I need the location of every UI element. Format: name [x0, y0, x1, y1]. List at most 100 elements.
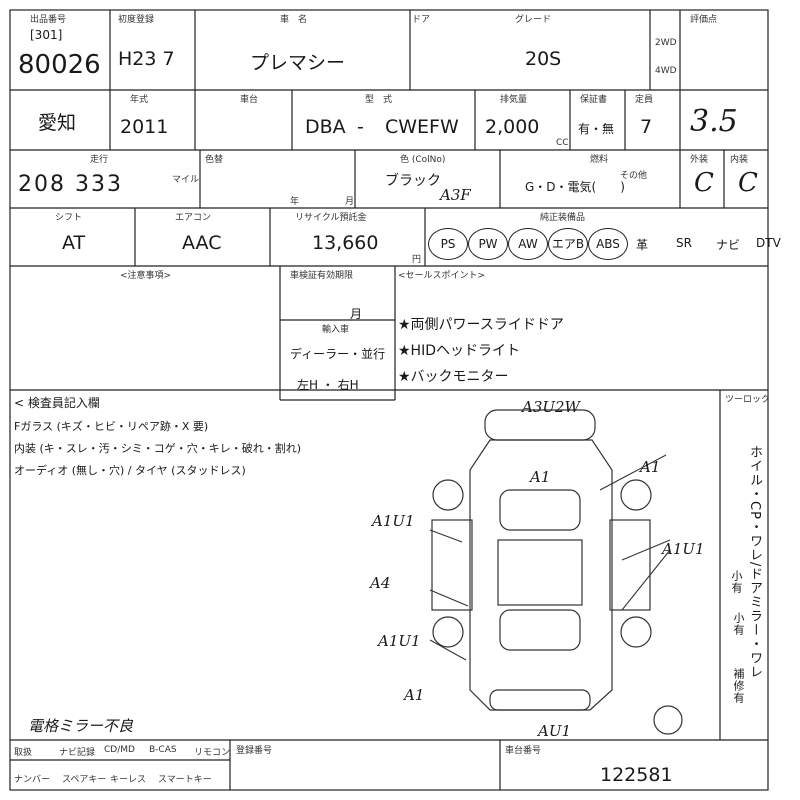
label-doors: ドア: [412, 15, 431, 25]
first-registration: H23 7: [118, 48, 175, 70]
label-other: その他: [620, 171, 648, 181]
footer-item: スペアキー: [62, 775, 107, 785]
inspection-month: 月: [350, 307, 363, 321]
steering: 左H ・ 右H: [297, 378, 359, 392]
damage-mark: A1: [640, 458, 661, 476]
label-month: 月: [345, 197, 355, 207]
damage-mark: AU1: [538, 722, 572, 740]
footer-item: スマートキー: [158, 775, 212, 785]
inspector-note: 内装 (キ・スレ・汚・シミ・コゲ・穴・キレ・破れ・割れ): [14, 442, 302, 455]
fuel: G・D・電気( ): [525, 180, 625, 194]
side-extra-item: 小有: [730, 570, 743, 594]
interior-grade: C: [738, 168, 758, 198]
side-extra-item: 小有: [732, 612, 745, 636]
exterior-grade: C: [694, 168, 714, 198]
lot-number: 80026: [18, 50, 101, 80]
equipment-item: 革: [636, 238, 649, 252]
label-grade: グレード: [515, 15, 552, 25]
label-model: 型 式: [365, 95, 393, 105]
label-equipment: 純正装備品: [540, 213, 586, 223]
sales-point-item: ★両側パワースライドドア: [398, 317, 564, 333]
unit-cc: CC: [556, 138, 569, 148]
label-sales-points: <セールスポイント>: [398, 271, 486, 281]
dealer-type: ディーラー・並行: [290, 347, 386, 361]
footer-item: 取扱: [14, 748, 33, 758]
color-code: A3F: [440, 186, 471, 204]
equipment-item: AW: [508, 228, 548, 260]
footer-item: CD/MD: [104, 745, 135, 755]
label-aircon: エアコン: [175, 213, 212, 223]
equipment-item: PS: [428, 228, 468, 260]
seats: 7: [640, 116, 653, 138]
score: 3.5: [690, 104, 738, 139]
label-fuel: 燃料: [590, 155, 609, 165]
car-diagram: [431, 409, 683, 735]
recycle-fee: 13,660: [312, 232, 379, 254]
label-score: 評価点: [690, 15, 718, 25]
color: ブラック: [385, 173, 441, 189]
label-notes: <注意事項>: [120, 271, 172, 281]
serial-number: 122581: [600, 764, 673, 786]
label-interior: 内装: [730, 155, 749, 165]
label-car-name: 車 名: [280, 15, 308, 25]
label-color: 色 (ColNo): [400, 155, 446, 165]
label-first-reg: 初度登録: [118, 15, 155, 25]
shift: AT: [62, 232, 86, 254]
handwriting-strokes: [429, 454, 671, 661]
label-serial: 車台番号: [505, 746, 542, 756]
damage-mark: A3U2W: [522, 398, 580, 416]
aircon: AAC: [182, 232, 222, 254]
label-shift: シフト: [55, 213, 83, 223]
label-recycle: リサイクル預託金: [295, 213, 367, 223]
footer-item: B-CAS: [149, 745, 177, 755]
footer-item: ナビ記録: [59, 748, 96, 758]
warranty: 有・無: [578, 122, 615, 136]
sales-point-item: ★バックモニター: [398, 369, 509, 385]
label-inspector: < 検査員記入欄: [14, 396, 100, 410]
grade: 20S: [525, 48, 562, 70]
label-era: 年: [290, 197, 300, 207]
sales-point-item: ★HIDヘッドライト: [398, 343, 520, 359]
model-prefix: DBA: [305, 116, 346, 138]
damage-mark: A1U1: [372, 512, 415, 530]
label-chassis: 車台: [240, 95, 259, 105]
label-import: 輸入車: [322, 325, 350, 335]
equipment-item: SR: [676, 236, 692, 250]
footer-register: 登録番号: [236, 746, 273, 756]
model-dash: -: [357, 116, 364, 138]
label-4wd: 4WD: [655, 66, 677, 76]
label-repaint: 色替: [205, 155, 224, 165]
mileage-unit: マイル: [172, 175, 200, 185]
side-extra-item: 補修有: [732, 668, 745, 704]
unit-yen: 円: [412, 255, 422, 265]
equipment-item: PW: [468, 228, 508, 260]
label-exterior: 外装: [690, 155, 709, 165]
footer-item: キーレス: [110, 775, 147, 785]
damage-mark: A1: [530, 468, 551, 486]
damage-mark: A1U1: [662, 540, 705, 558]
label-lot: 出品番号: [30, 15, 67, 25]
footer-item: リモコン: [194, 748, 231, 758]
displacement: 2,000: [485, 116, 540, 138]
label-2wd: 2WD: [655, 38, 677, 48]
car-name: プレマシー: [250, 52, 346, 74]
model-year: 2011: [120, 116, 169, 138]
damage-mark: A4: [370, 574, 391, 592]
inspector-note: Fガラス (キズ・ヒビ・リペア跡・X 要): [14, 420, 209, 433]
label-seats: 定員: [635, 95, 654, 105]
mileage: 208 333: [18, 172, 123, 197]
label-mileage: 走行: [90, 155, 109, 165]
handwritten-note: 電格ミラー不良: [28, 717, 134, 735]
label-tool: ツーロック: [725, 395, 771, 405]
equipment-item: エアB: [548, 228, 588, 260]
label-warranty: 保証書: [580, 95, 608, 105]
equipment-item: DTV: [756, 236, 781, 250]
label-inspection-due: 車検証有効期限: [290, 271, 354, 281]
label-displacement: 排気量: [500, 95, 528, 105]
inspector-note: オーディオ (無し・穴) / タイヤ (スタッドレス): [14, 464, 246, 477]
damage-mark: A1: [404, 686, 425, 704]
equipment-item: ナビ: [716, 238, 741, 252]
region: 愛知: [38, 112, 77, 134]
